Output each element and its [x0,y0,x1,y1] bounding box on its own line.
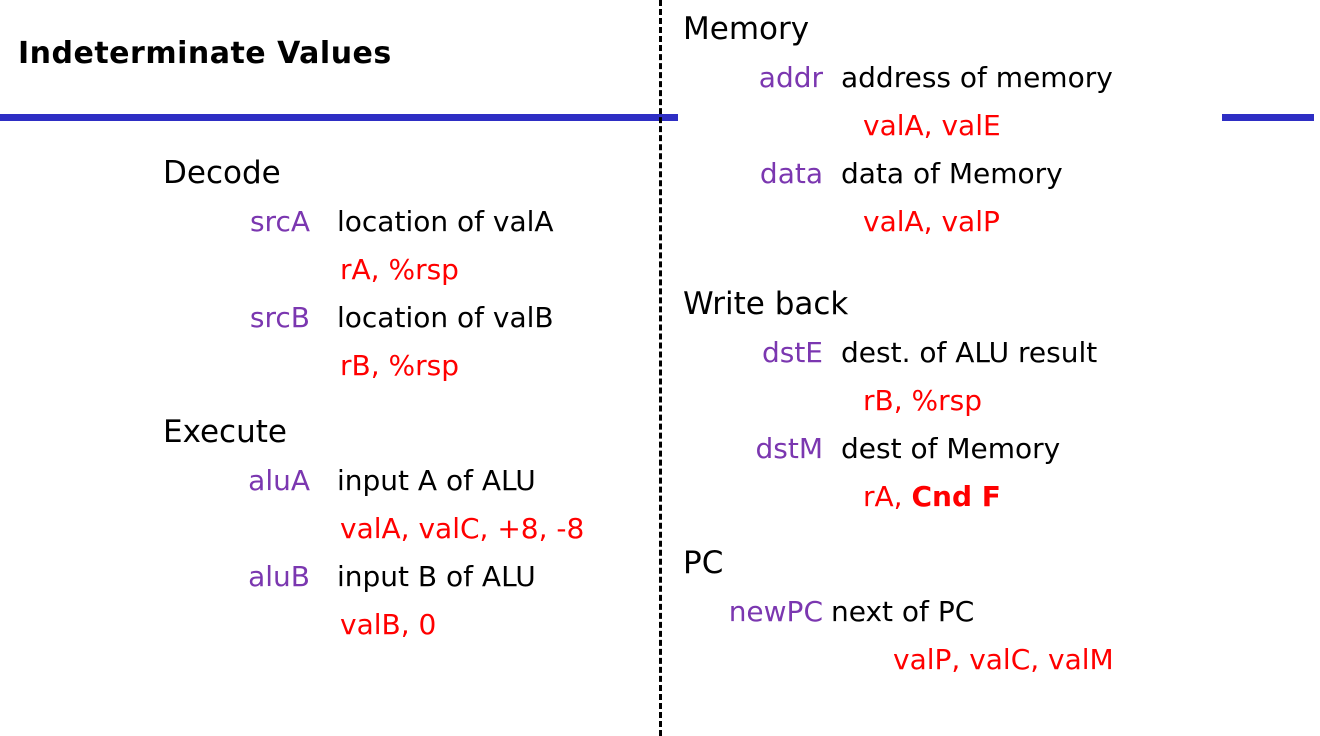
field-values-dstM-plain: rA, [863,480,912,513]
field-row-dstE: dstE dest. of ALU result [663,339,1320,387]
field-name-newPC: newPC [728,595,823,628]
field-desc-srcA: location of valA [337,205,554,238]
field-values-srcA: rA, %rsp [340,253,459,286]
field-desc-addr: address of memory [841,61,1113,94]
field-name-dstE: dstE [761,336,823,369]
field-values-row-newPC: valP, valC, valM [663,646,1320,694]
field-desc-dstM: dest of Memory [841,432,1061,465]
field-desc-aluA: input A of ALU [337,464,536,497]
field-values-row-data: valA, valP [663,208,1320,256]
field-values-addr: valA, valE [863,109,1001,142]
field-desc-newPC: next of PC [831,595,975,628]
field-desc-srcB: location of valB [337,301,554,334]
field-name-addr: addr [758,61,823,94]
field-values-row-dstM: rA, Cnd F [663,483,1320,531]
field-name-srcA: srcA [249,205,310,238]
field-name-aluA: aluA [248,464,310,497]
page-title: Indeterminate Values [18,36,392,71]
field-values-newPC: valP, valC, valM [893,643,1114,676]
field-name-dstM: dstM [755,432,824,465]
field-desc-data: data of Memory [841,157,1063,190]
field-values-row-aluB: valB, 0 [0,611,659,659]
title-underline-right [1222,114,1314,121]
field-row-dstM: dstM dest of Memory [663,435,1320,483]
field-row-aluA: aluA input A of ALU [0,467,659,515]
column-divider [659,0,662,736]
field-desc-dstE: dest. of ALU result [841,336,1098,369]
field-values-dstM-bold: Cnd F [911,480,1001,513]
field-values-aluB: valB, 0 [340,608,437,641]
stage-heading-write-back: Write back [683,286,849,322]
field-row-data: data data of Memory [663,160,1320,208]
stage-heading-execute: Execute [163,414,287,450]
field-values-row-addr: valA, valE [663,112,1320,160]
field-values-srcB: rB, %rsp [340,349,459,382]
field-values-row-dstE: rB, %rsp [663,387,1320,435]
field-row-srcA: srcA location of valA [0,208,659,256]
field-values-row-srcB: rB, %rsp [0,352,659,400]
field-name-data: data [759,157,823,190]
field-row-addr: addr address of memory [663,64,1320,112]
field-values-data: valA, valP [863,205,1000,238]
field-row-srcB: srcB location of valB [0,304,659,352]
field-values-aluA: valA, valC, +8, -8 [340,512,585,545]
field-values-dstM: rA, Cnd F [863,483,1001,511]
field-name-srcB: srcB [249,301,310,334]
field-values-row-srcA: rA, %rsp [0,256,659,304]
title-underline-left [0,114,678,121]
field-values-dstE: rB, %rsp [863,384,982,417]
stage-heading-pc: PC [683,545,724,581]
field-desc-aluB: input B of ALU [337,560,536,593]
field-row-newPC: newPC next of PC [663,598,1320,646]
stage-heading-decode: Decode [163,155,281,191]
field-name-aluB: aluB [248,560,310,593]
stage-heading-memory: Memory [683,11,810,47]
field-values-row-aluA: valA, valC, +8, -8 [0,515,659,563]
field-row-aluB: aluB input B of ALU [0,563,659,611]
